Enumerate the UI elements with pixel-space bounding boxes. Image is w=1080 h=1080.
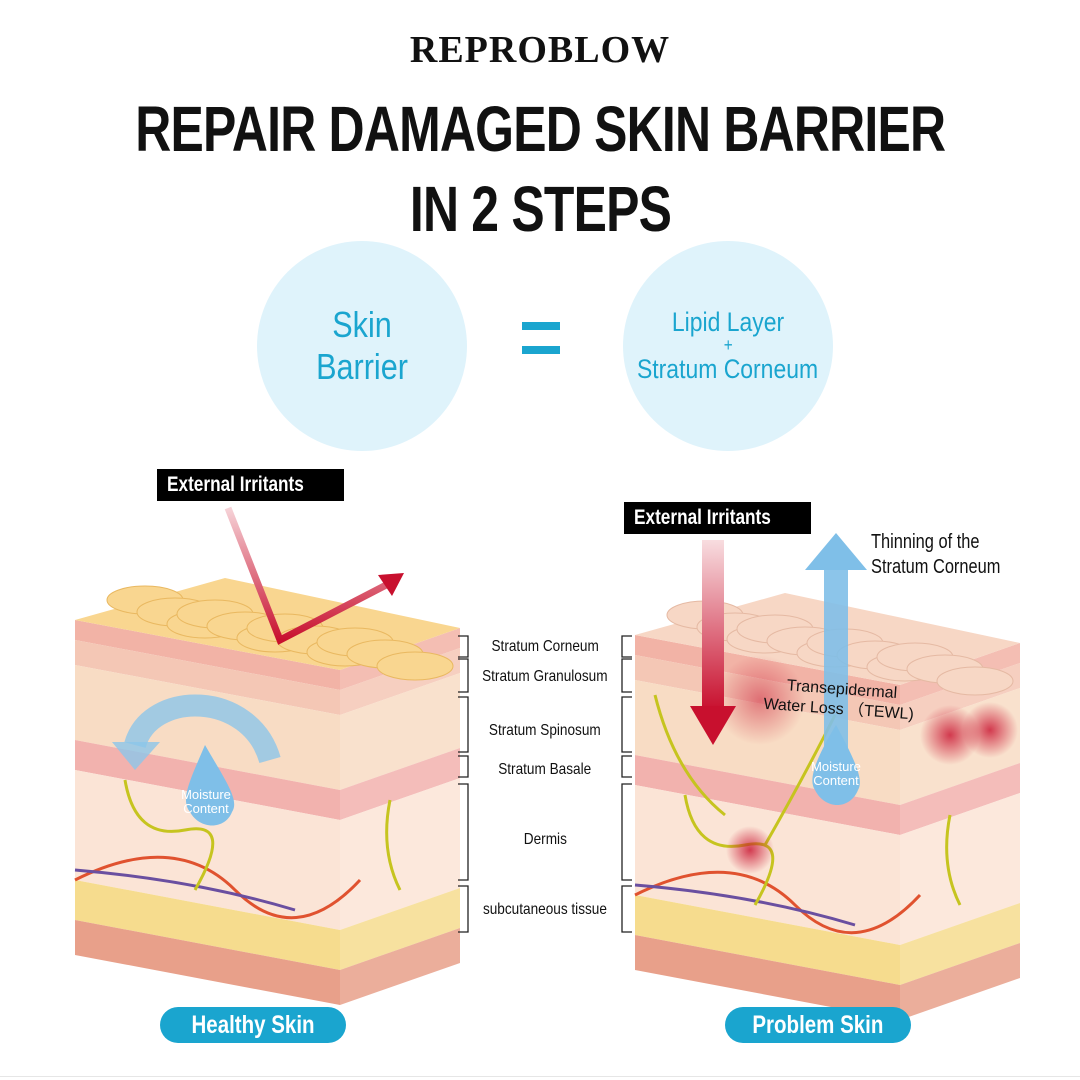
inflammation-spot (715, 655, 805, 745)
layer-label-spinosum: Stratum Spinosum (489, 722, 601, 739)
skin-layer-front (635, 895, 900, 985)
healthy-skin-block (74, 578, 460, 1005)
nerve (123, 779, 215, 891)
layer-label-subcutaneous: subcutaneous tissue (483, 901, 607, 918)
corneum-cell (936, 666, 1014, 696)
healthy-irritants-tag: External Irritants (157, 469, 344, 501)
headline-line-1: REPAIR DAMAGED SKIN BARRIER (134, 93, 946, 165)
skin-layer-front (75, 880, 340, 970)
layer-label-granulosum: Stratum Granulosum (482, 668, 608, 685)
skin-layer-side (340, 778, 460, 930)
skin-layer-front (75, 640, 340, 715)
blood-vessel (74, 855, 362, 920)
skin-layer-front (635, 935, 900, 1020)
skin-layer-side (340, 673, 460, 790)
skin-layer-side (340, 748, 460, 820)
problem-skin-caption: Problem Skin (725, 1007, 911, 1043)
blood-vessel (634, 870, 922, 935)
nerve (945, 814, 962, 906)
bracket (621, 885, 632, 933)
skin-layer-side (900, 903, 1020, 985)
healthy-skin-caption: Healthy Skin (160, 1007, 346, 1043)
nerve (385, 799, 402, 891)
skin-layer-side (340, 888, 460, 970)
bracket (458, 783, 469, 881)
bracket (621, 755, 632, 778)
skin-layer-side (340, 928, 460, 1005)
nerve (653, 694, 726, 817)
skin-layer-front (75, 620, 340, 690)
blood-vessel (74, 868, 296, 912)
blood-vessel (634, 883, 856, 927)
layer-label-basale: Stratum Basale (498, 761, 592, 778)
bracket (621, 783, 632, 881)
bracket (458, 635, 469, 658)
bracket (458, 658, 469, 693)
moisture-drop-icon (812, 725, 860, 805)
bracket (621, 696, 632, 753)
corneum-cell (376, 651, 454, 681)
skin-layer-side (900, 943, 1020, 1020)
problem-irritants-tag: External Irritants (624, 502, 811, 534)
skin-layer-side (900, 793, 1020, 945)
lipid-corneum-circle: Lipid Layer + Stratum Corneum (623, 241, 833, 451)
bracket (458, 696, 469, 753)
equals-icon (522, 322, 560, 356)
inflammation-spot (726, 826, 774, 874)
layer-label-dermis: Dermis (523, 831, 567, 848)
footer-divider (0, 1076, 1080, 1077)
irritant-deflect-arrow (224, 506, 394, 645)
layer-brackets (458, 635, 632, 933)
irritant-penetrate-arrow (702, 540, 724, 710)
bracket (621, 635, 632, 658)
inflammation-spot (962, 702, 1018, 758)
skin-barrier-circle: Skin Barrier (257, 241, 467, 451)
skin-layer-front (635, 755, 900, 835)
skin-layer-front (75, 920, 340, 1005)
layer-label-corneum: Stratum Corneum (491, 638, 599, 655)
headline-line-2: IN 2 STEPS (409, 173, 671, 245)
bracket (458, 755, 469, 778)
arrow-head (378, 573, 404, 596)
bracket (458, 885, 469, 933)
bracket (621, 658, 632, 693)
moisture-drop-icon (185, 745, 235, 826)
skin-layer-side (900, 763, 1020, 835)
skin-layer-front (75, 770, 340, 930)
brand-logo: REPROBLOW (409, 29, 671, 71)
moisture-circulation-arrow (124, 694, 281, 764)
